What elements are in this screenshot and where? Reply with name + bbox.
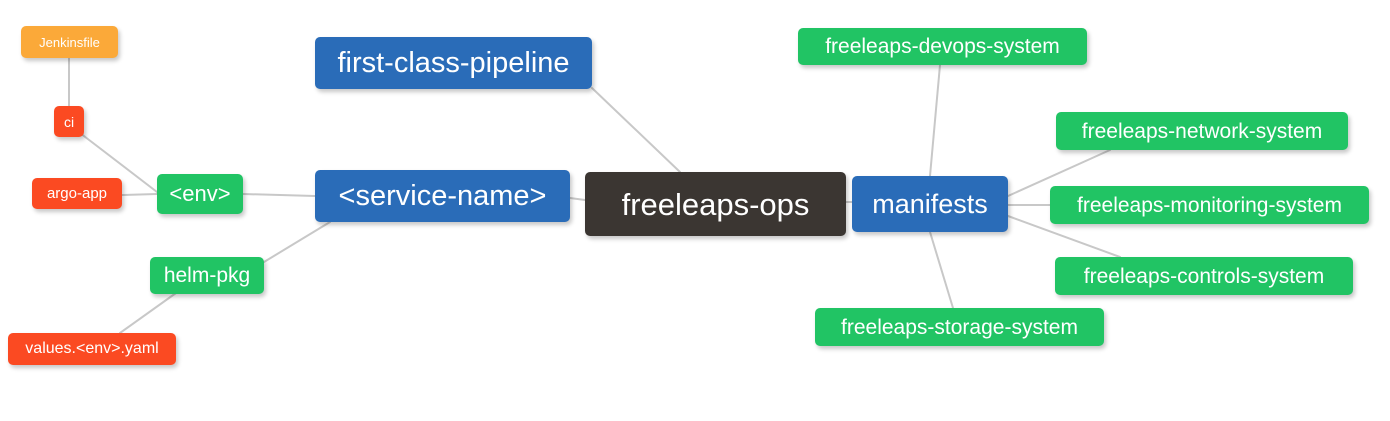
mindmap-node-label: freeleaps-controls-system (1083, 264, 1325, 288)
mindmap-node-ci[interactable]: ci (54, 106, 84, 137)
edge-argo-app-to-env (121, 193, 158, 196)
mindmap-node-label: freeleaps-devops-system (825, 35, 1060, 58)
edge-service-name-to-freeleaps-ops (569, 197, 586, 201)
mindmap-node-label: freeleaps-ops (621, 186, 810, 222)
mindmap-node-label: argo-app (46, 185, 108, 202)
mindmap-node-label: Jenkinsfile (39, 34, 100, 50)
mindmap-node-label: values.<env>.yaml (25, 340, 159, 357)
mindmap-node-label: freeleaps-storage-system (841, 315, 1078, 339)
mindmap-node-values-env-yaml[interactable]: values.<env>.yaml (8, 333, 176, 365)
mindmap-node-label: first-class-pipeline (337, 46, 570, 79)
mindmap-node-freeleaps-monitoring-system[interactable]: freeleaps-monitoring-system (1050, 186, 1369, 224)
mindmap-node-service-name[interactable]: <service-name> (315, 170, 570, 222)
mindmap-node-argo-app[interactable]: argo-app (32, 178, 122, 209)
edge-manifests-to-freeleaps-devops-system (929, 64, 941, 177)
mindmap-node-label: ci (63, 113, 75, 130)
mindmap-node-freeleaps-storage-system[interactable]: freeleaps-storage-system (815, 308, 1104, 346)
mindmap-node-freeleaps-network-system[interactable]: freeleaps-network-system (1056, 112, 1348, 150)
mindmap-node-helm-pkg[interactable]: helm-pkg (150, 257, 264, 294)
mindmap-node-freeleaps-controls-system[interactable]: freeleaps-controls-system (1055, 257, 1353, 295)
mindmap-node-jenkinsfile[interactable]: Jenkinsfile (21, 26, 118, 58)
edge-env-to-service-name (242, 193, 316, 197)
mindmap-node-label: freeleaps-monitoring-system (1077, 193, 1342, 217)
mindmap-node-freeleaps-ops[interactable]: freeleaps-ops (585, 172, 846, 236)
edge-manifests-to-freeleaps-storage-system (929, 231, 954, 309)
edge-first-class-pipeline-to-freeleaps-ops (591, 87, 681, 173)
mindmap-node-label: manifests (872, 188, 988, 219)
mindmap-node-first-class-pipeline[interactable]: first-class-pipeline (315, 37, 592, 89)
mindmap-node-manifests[interactable]: manifests (852, 176, 1008, 232)
mindmap-node-env[interactable]: <env> (157, 174, 243, 214)
mindmap-node-label: helm-pkg (163, 264, 251, 287)
mindmap-node-label: <env> (169, 181, 231, 206)
mindmap-node-label: freeleaps-network-system (1081, 119, 1323, 143)
mindmap-node-label: <service-name> (338, 179, 547, 212)
edge-helm-pkg-to-values-env-yaml (119, 292, 177, 334)
edge-service-name-to-helm-pkg (263, 221, 331, 263)
mindmap-node-freeleaps-devops-system[interactable]: freeleaps-devops-system (798, 28, 1087, 65)
